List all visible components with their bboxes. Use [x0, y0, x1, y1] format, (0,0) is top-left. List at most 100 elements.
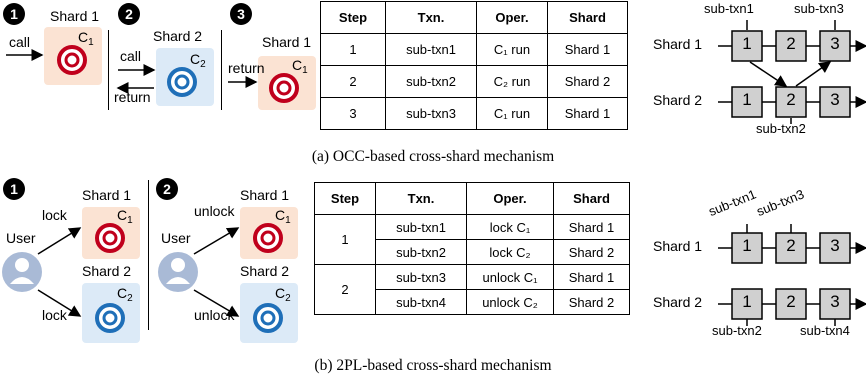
- panel-divider: [221, 30, 222, 110]
- shard-label: Shard 2: [240, 263, 290, 279]
- block-number: 3: [830, 236, 840, 255]
- coin-c2-icon: [253, 303, 283, 333]
- table-cell: Shard 2: [553, 289, 630, 315]
- return-label: return: [114, 89, 151, 105]
- step-badge-2: 2: [156, 178, 178, 200]
- table-cell: lock C₂: [466, 239, 554, 265]
- table-header: Shard: [553, 182, 630, 215]
- table-cell: unlock C₁: [466, 264, 554, 290]
- table-cell: C₁ run: [476, 97, 548, 130]
- shard-label: Shard 1: [82, 187, 132, 203]
- coin-label: C2: [190, 51, 206, 70]
- flow-row-label: Shard 1: [653, 238, 703, 254]
- table-cell: sub-txn1: [375, 214, 467, 240]
- caption: (a) OCC-based cross-shard mechanism: [311, 148, 555, 165]
- coin-c2-icon: [167, 67, 197, 97]
- unlock-label: unlock: [194, 203, 235, 219]
- steps-table: Step Txn. Oper. Shard 1 sub-txn1 C₁ run …: [320, 1, 628, 130]
- step-badge-1: 1: [3, 3, 25, 25]
- step-badge-2: 2: [118, 3, 140, 25]
- table-cell: 3: [320, 97, 386, 130]
- shard-label: Shard 1: [50, 8, 100, 24]
- table-row: 3 sub-txn3 C₁ run Shard 1: [320, 97, 628, 130]
- table-cell: Shard 1: [547, 33, 628, 66]
- block-number: 1: [742, 90, 752, 109]
- call-label: call: [9, 34, 31, 50]
- shard-label: Shard 2: [153, 28, 203, 44]
- table-row: 1 sub-txn1 C₁ run Shard 1: [320, 33, 628, 66]
- table-cell: sub-txn3: [385, 97, 477, 130]
- coin-c1-icon: [253, 223, 283, 253]
- block-number: 1: [742, 292, 752, 311]
- block-number: 1: [742, 236, 752, 255]
- block-number: 1: [742, 34, 752, 53]
- sub-txn-label: sub-txn2: [712, 323, 762, 338]
- unlock-label: unlock: [194, 307, 235, 323]
- block-number: 3: [830, 292, 840, 311]
- lock-label: lock: [42, 207, 67, 223]
- coin-c1-icon: [95, 223, 125, 253]
- table-cell: sub-txn2: [375, 239, 467, 265]
- table-row: sub-txn2 lock C₂ Shard 2: [315, 239, 630, 265]
- step-badge-1: 1: [3, 178, 25, 200]
- coin-label: C1: [275, 207, 291, 226]
- coin-c2-icon: [95, 303, 125, 333]
- flow-blocks: [731, 30, 851, 118]
- block-number: 2: [786, 236, 796, 255]
- coin-c1-icon: [57, 45, 87, 75]
- shard-label: Shard 1: [240, 187, 290, 203]
- coin-label: C1: [117, 207, 133, 226]
- coin-label: C2: [117, 285, 133, 304]
- steps-table: Step Txn. Oper. Shard 1 sub-txn1 lock C₁…: [314, 182, 630, 315]
- flow-row-label: Shard 2: [653, 294, 703, 310]
- shard-label: Shard 1: [262, 34, 312, 50]
- sub-txn-label: sub-txn2: [756, 121, 806, 136]
- sub-txn-label: sub-txn4: [800, 323, 850, 338]
- lock-label: lock: [42, 307, 67, 323]
- call-label: call: [120, 48, 142, 64]
- user-label: User: [161, 230, 191, 246]
- table-cell: 1: [314, 214, 376, 265]
- table-header: Step: [314, 182, 376, 215]
- block-number: 3: [830, 90, 840, 109]
- shard-label: Shard 2: [82, 263, 132, 279]
- coin-c1-icon: [269, 73, 299, 103]
- table-header: Oper.: [476, 1, 548, 34]
- table-cell: sub-txn1: [385, 33, 477, 66]
- unlock-arrow: [193, 289, 240, 317]
- panel-divider: [108, 30, 109, 110]
- table-header-row: Step Txn. Oper. Shard: [314, 182, 630, 215]
- panel-divider: [148, 180, 149, 330]
- table-cell: Shard 1: [553, 214, 630, 240]
- table-cell: sub-txn4: [375, 289, 467, 315]
- table-row: sub-txn4 unlock C₂ Shard 2: [315, 289, 630, 315]
- table-cell: unlock C₂: [466, 289, 554, 315]
- caption: (b) 2PL-based cross-shard mechanism: [314, 357, 552, 374]
- user-icon: [158, 252, 198, 292]
- sub-txn-label: sub-txn1: [704, 1, 754, 16]
- coin-label: C2: [275, 285, 291, 304]
- table-header: Oper.: [466, 182, 554, 215]
- user-label: User: [6, 230, 36, 246]
- table-cell: sub-txn2: [385, 65, 477, 98]
- return-label: return: [228, 60, 265, 76]
- table-header-row: Step Txn. Oper. Shard: [320, 1, 628, 34]
- flow-row-label: Shard 2: [653, 92, 703, 108]
- lock-arrow: [37, 227, 82, 255]
- lock-arrow: [37, 289, 82, 317]
- coin-label: C1: [292, 57, 308, 76]
- user-icon: [2, 252, 42, 292]
- flow-blocks: [731, 232, 851, 320]
- step-badge-3: 3: [230, 3, 252, 25]
- table-row: 1 sub-txn1 lock C₁ Shard 1: [314, 214, 630, 265]
- block-number: 3: [830, 34, 840, 53]
- block-number: 2: [786, 90, 796, 109]
- coin-label: C1: [78, 29, 94, 48]
- block-number: 2: [786, 292, 796, 311]
- table-cell: Shard 1: [547, 97, 628, 130]
- flow-row-label: Shard 1: [653, 36, 703, 52]
- unlock-arrow: [193, 227, 240, 255]
- table-header: Txn.: [385, 1, 477, 34]
- sub-txn-label: sub-txn3: [794, 1, 844, 16]
